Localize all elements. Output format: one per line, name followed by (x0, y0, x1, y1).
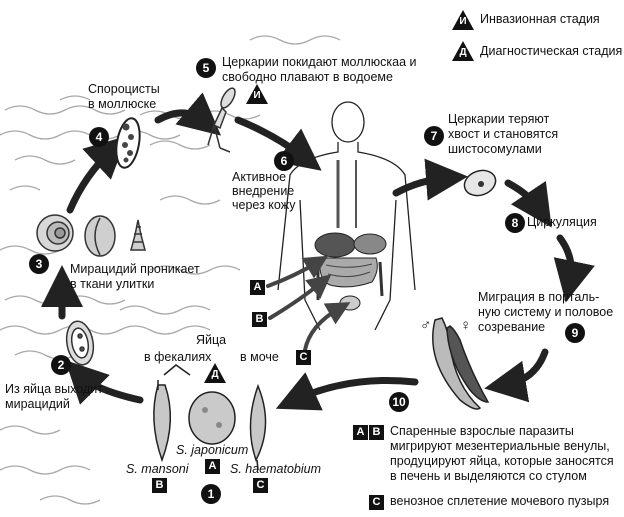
step-7-line-3: шистосомулами (448, 142, 542, 156)
infective-stage-icon: И (451, 9, 475, 31)
step-7-marker: 7 (424, 126, 444, 146)
step-6-line-2: внедрение (232, 184, 295, 198)
legend-diagnostic-label: Диагностическая стадия (480, 44, 623, 58)
step-2-marker: 2 (51, 355, 71, 375)
intestines (314, 160, 387, 311)
step-3-line-2: в ткани улитки (70, 277, 155, 291)
species-japonicum-name: S. japonicum (176, 443, 249, 457)
in-feces-label: в фекалиях (144, 350, 212, 364)
step-4-line-2: в моллюске (88, 97, 157, 111)
schistosomulum (463, 169, 497, 197)
step-2-line-2: мирацидий (5, 397, 70, 411)
step-7-line-2: хвост и становятся (448, 127, 559, 141)
species-mansoni-name: S. mansoni (126, 462, 189, 476)
species-haematobium-letter: C (253, 478, 268, 493)
step-9-line-2: ную систему и половое (478, 305, 614, 319)
infective-stage-icon: И (245, 83, 269, 105)
site-letter-a-key: A (353, 425, 368, 440)
diagnostic-stage-icon: Д (203, 362, 227, 384)
eggs (153, 364, 267, 471)
step-5-line-2: свободно плавают в водоеме (222, 70, 393, 84)
in-urine-label: в моче (240, 350, 279, 364)
step-6-line-1: Активное (232, 170, 287, 184)
human-body (277, 101, 416, 331)
cercaria (207, 87, 236, 153)
step-1-marker: 1 (201, 484, 221, 504)
eggs-label: Яйца (196, 333, 227, 347)
step-6-marker: 6 (274, 151, 294, 171)
sporocyst (115, 117, 141, 169)
female-symbol: ♀ (460, 317, 472, 334)
step-10-line-3: продуцируют яйца, которые заносятся (390, 454, 614, 468)
step-4-line-1: Спороцисты (88, 82, 160, 96)
step-10-marker: 10 (389, 392, 409, 412)
step-8-marker: 8 (505, 213, 525, 233)
species-mansoni-letter: B (152, 478, 167, 493)
species-japonicum-letter: A (205, 459, 220, 474)
site-letter-b-key: B (369, 425, 384, 440)
site-letter-c-key: C (369, 495, 384, 510)
step-4-marker: 4 (89, 127, 109, 147)
step-5-line-1: Церкарии покидают моллюскаа и (222, 55, 417, 69)
step-6-line-3: через кожу (232, 198, 296, 212)
legend-infective-label: Инвазионная стадия (480, 12, 600, 26)
miracidium (65, 320, 95, 366)
site-letter-b: B (252, 312, 267, 327)
step-10-line-1: Спаренные взрослые паразиты (390, 424, 574, 438)
species-haematobium-name: S. haematobium (230, 462, 322, 476)
site-letter-a: A (250, 280, 265, 295)
step-9-line-3: созревание (478, 320, 546, 334)
site-pointers (266, 255, 351, 352)
snails (36, 214, 146, 257)
diagnostic-stage-icon: Д (451, 40, 475, 62)
adult-worms (432, 317, 490, 410)
site-letter-c: C (296, 350, 311, 365)
step-9-line-1: Миграция в порталь- (478, 290, 600, 304)
bladder-plexus-label: венозное сплетение мочевого пузыря (390, 494, 610, 508)
step-10-line-2: мигрируют мезентериальные венулы, (390, 439, 610, 453)
step-10-line-4: в печень и выделяются со стулом (390, 469, 587, 483)
step-8-label: Циркуляция (527, 215, 597, 229)
step-7-line-1: Церкарии теряют (448, 112, 550, 126)
step-5-marker: 5 (196, 58, 216, 78)
step-2-line-1: Из яйца выходит (5, 382, 103, 396)
step-3-line-1: Мирацидий проникает (70, 262, 200, 276)
step-9-marker: 9 (565, 323, 585, 343)
step-3-marker: 3 (29, 254, 49, 274)
male-symbol: ♂ (420, 317, 432, 334)
cycle-arrows (41, 92, 595, 411)
